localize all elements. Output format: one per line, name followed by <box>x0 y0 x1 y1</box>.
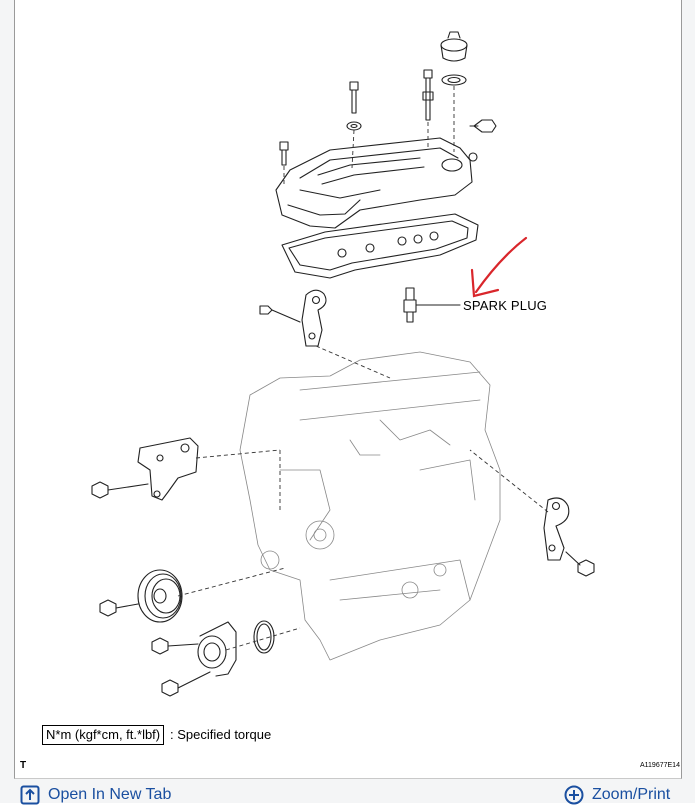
engine-hanger-front <box>259 289 327 347</box>
spark-plug-label: SPARK PLUG <box>463 298 548 313</box>
stud-bolt <box>422 69 434 121</box>
alternator-bracket <box>91 437 199 501</box>
annotation-arrow <box>470 236 528 298</box>
cylinder-head-cover <box>275 137 473 229</box>
action-bar <box>0 781 695 803</box>
zoom-plus-icon <box>564 785 584 805</box>
water-pump <box>151 620 275 697</box>
open-in-new-tab-icon <box>20 785 40 805</box>
open-in-new-tab-label: Open In New Tab <box>48 786 172 803</box>
open-in-new-tab-button[interactable]: Open In New Tab <box>20 785 171 805</box>
spark-plug <box>403 287 461 323</box>
small-bolt <box>279 141 289 166</box>
torque-legend-description: : Specified torque <box>170 727 272 742</box>
head-cover-gasket <box>281 213 479 279</box>
engine-block <box>239 351 501 661</box>
pcv-valve <box>468 119 497 162</box>
zoom-print-label: Zoom/Print <box>592 786 671 803</box>
head-cover-bolt <box>346 81 362 131</box>
crankshaft-pulley <box>99 569 183 623</box>
oil-filler-cap <box>440 31 468 86</box>
figure-code: A119677E14 <box>640 762 680 769</box>
engine-hanger-rear <box>543 497 595 577</box>
diagram-frame <box>14 0 682 779</box>
torque-legend-box: N*m (kgf*cm, ft.*lbf) <box>42 725 165 745</box>
zoom-print-button[interactable]: Zoom/Print <box>564 785 670 805</box>
corner-mark: T <box>20 760 27 771</box>
leader-lines <box>177 86 549 651</box>
